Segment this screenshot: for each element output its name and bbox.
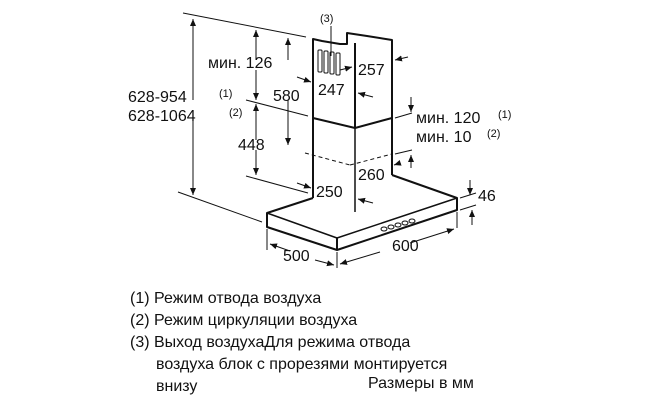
legend: (1) Режим отвода воздуха (2) Режим цирку… [130,288,447,398]
lower-depth-label: 260 [358,167,385,184]
total-height-2-label: 628-1064 [128,108,196,125]
upper-chimney-label: 580 [273,88,300,105]
canopy-width-label: 600 [392,238,419,255]
min-top-label: мин. 126 [208,55,272,72]
legend-item: воздуха блок с прорезями монтируется [156,356,448,373]
legend-item: внизу [156,378,198,395]
svg-text:(2): (2) [229,107,242,119]
min-gap-1-label: мин. 120 [416,110,480,127]
svg-text:(1): (1) [498,109,511,121]
svg-text:(1): (1) [219,88,232,100]
upper-width-label: 247 [318,82,345,99]
total-height-1-label: 628-954 [128,89,187,106]
legend-item: (3) Выход воздухаДля режима отвода [130,334,411,351]
canopy-depth-label: 500 [283,248,310,265]
lower-height-label: 448 [238,137,265,154]
min-gap-2-label: мин. 10 [416,129,472,146]
control-button-icon [380,226,388,232]
vent-marker: (3) [320,13,333,25]
svg-text:(2): (2) [487,128,500,140]
units-note: Размеры в мм [368,375,474,392]
lower-width-label: 250 [316,184,343,201]
upper-depth-label: 257 [358,62,385,79]
legend-item: (1) Режим отвода воздуха [130,290,322,307]
legend-item: (2) Режим циркуляции воздуха [130,312,358,329]
canopy-height-label: 46 [478,188,496,205]
